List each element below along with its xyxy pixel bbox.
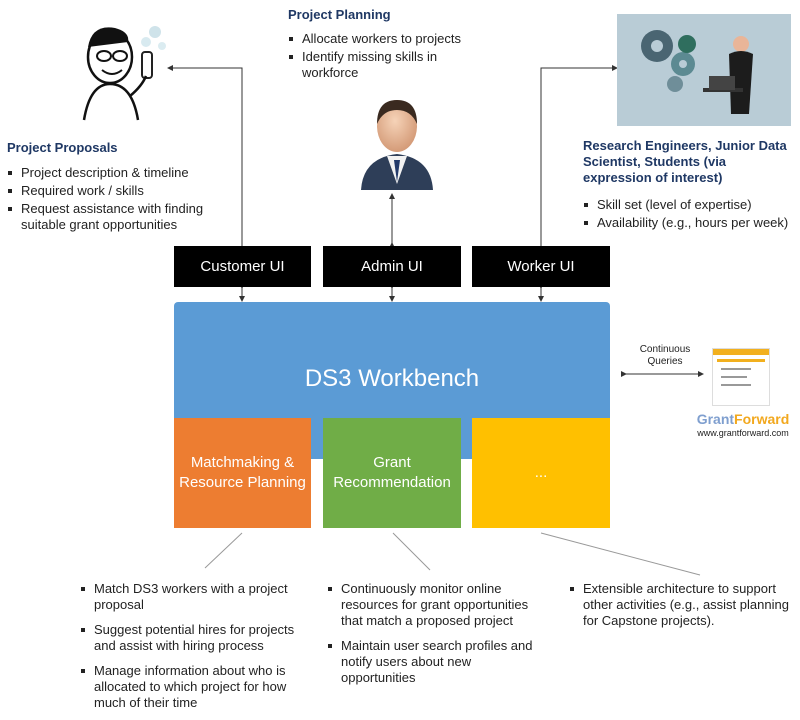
callout-line-3 xyxy=(540,532,701,576)
proposals-bullet: Project description & timeline xyxy=(6,165,226,181)
proposals-bullet: Required work / skills xyxy=(6,183,226,199)
planning-bullet: Identify missing skills in workforce xyxy=(287,49,487,81)
workers-bullet: Availability (e.g., hours per week) xyxy=(582,215,797,231)
col1-bullet: Match DS3 workers with a project proposa… xyxy=(79,581,311,613)
grantforward-url[interactable]: www.grantforward.com xyxy=(697,428,789,438)
col1-bullet: Suggest potential hires for projects and… xyxy=(79,622,311,654)
bottom-col1: Match DS3 workers with a project proposa… xyxy=(79,581,311,720)
col2-bullet: Continuously monitor online resources fo… xyxy=(326,581,544,629)
proposals-bullets: Project description & timeline Required … xyxy=(6,165,226,235)
callout-line-1 xyxy=(204,532,243,569)
admin-ui-box[interactable]: Admin UI xyxy=(323,246,461,287)
continuous-queries-label: Continuous Queries xyxy=(639,344,691,367)
worker-illustration xyxy=(617,14,791,126)
grantforward-screenshot xyxy=(712,348,770,406)
admin-avatar xyxy=(361,100,433,190)
customer-ui-box[interactable]: Customer UI xyxy=(174,246,311,287)
workers-bullets: Skill set (level of expertise) Availabil… xyxy=(582,197,797,233)
planning-title: Project Planning xyxy=(288,7,391,22)
planning-bullet: Allocate workers to projects xyxy=(287,31,487,47)
callout-line-2 xyxy=(392,532,431,571)
arrow-worker-to-engineer xyxy=(540,65,618,246)
module-matchmaking[interactable]: Matchmaking & Resource Planning xyxy=(174,418,311,528)
module-extensible[interactable]: ... xyxy=(472,418,610,528)
planning-bullets: Allocate workers to projects Identify mi… xyxy=(287,31,487,83)
bottom-col2: Continuously monitor online resources fo… xyxy=(326,581,544,695)
col1-bullet: Manage information about who is allocate… xyxy=(79,663,311,711)
proposals-bullet: Request assistance with finding suitable… xyxy=(6,201,226,233)
grantforward-logo: GrantForward xyxy=(693,411,793,427)
workers-title: Research Engineers, Junior Data Scientis… xyxy=(583,138,787,185)
logo-part2: Forward xyxy=(734,411,790,427)
logo-part1: Grant xyxy=(696,411,735,427)
worker-ui-box[interactable]: Worker UI xyxy=(472,246,610,287)
arrow-customer-to-proposer xyxy=(167,65,243,246)
workbench-title: DS3 Workbench xyxy=(304,365,480,392)
bottom-col3: Extensible architecture to support other… xyxy=(568,581,798,638)
scientist-illustration xyxy=(82,26,166,121)
proposals-title: Project Proposals xyxy=(7,140,118,155)
col3-bullet: Extensible architecture to support other… xyxy=(568,581,798,629)
col2-bullet: Maintain user search profiles and notify… xyxy=(326,638,544,686)
workers-bullet: Skill set (level of expertise) xyxy=(582,197,797,213)
module-grant-recommendation[interactable]: Grant Recommendation xyxy=(323,418,461,528)
